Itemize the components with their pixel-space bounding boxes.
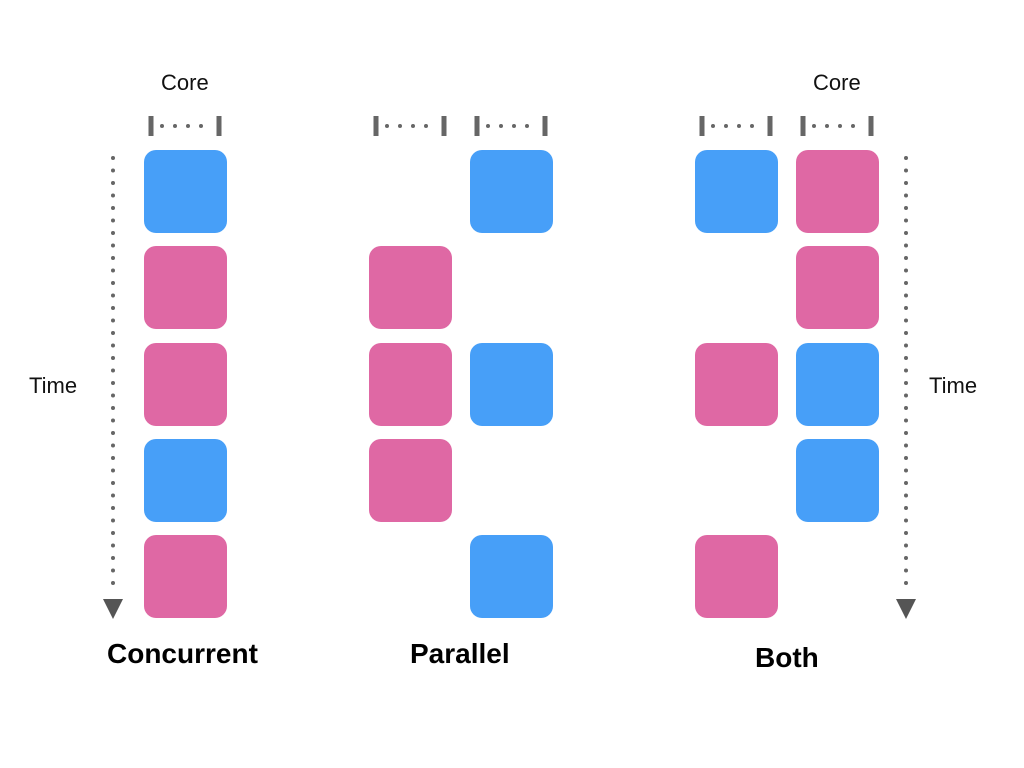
task-block-concurrent-core-1-3 — [144, 343, 227, 426]
task-block-concurrent-core-1-4 — [144, 439, 227, 522]
title-concurrent: Concurrent — [107, 638, 258, 669]
task-block-both-core-2-1 — [796, 150, 879, 233]
core-bracket-parallel-2 — [474, 116, 548, 136]
task-block-concurrent-core-1-1 — [144, 150, 227, 233]
title-both: Both — [755, 642, 819, 673]
task-block-both-core-2-3 — [796, 343, 879, 426]
task-block-both-core-1-5 — [695, 535, 778, 618]
task-block-parallel-core-2-5 — [470, 535, 553, 618]
task-block-both-core-2-4 — [796, 439, 879, 522]
core-bracket-both-2 — [800, 116, 874, 136]
core-bracket-concurrent — [148, 116, 222, 136]
task-block-both-core-2-2 — [796, 246, 879, 329]
task-block-both-core-1-3 — [695, 343, 778, 426]
core-bracket-both-1 — [699, 116, 773, 136]
core-label-right: Core — [813, 70, 861, 95]
task-block-parallel-core-2-1 — [470, 150, 553, 233]
task-block-concurrent-core-1-2 — [144, 246, 227, 329]
task-block-parallel-core-2-3 — [470, 343, 553, 426]
task-block-parallel-core-1-2 — [369, 246, 452, 329]
core-bracket-parallel-1 — [373, 116, 447, 136]
task-block-parallel-core-1-4 — [369, 439, 452, 522]
time-label-right: Time — [929, 373, 978, 398]
task-block-concurrent-core-1-5 — [144, 535, 227, 618]
time-arrow-left — [103, 156, 123, 619]
title-parallel: Parallel — [410, 638, 510, 669]
time-label-left: Time — [29, 373, 78, 398]
task-block-parallel-core-1-3 — [369, 343, 452, 426]
time-arrow-right — [896, 156, 916, 619]
core-label-left: Core — [161, 70, 209, 95]
task-block-both-core-1-1 — [695, 150, 778, 233]
